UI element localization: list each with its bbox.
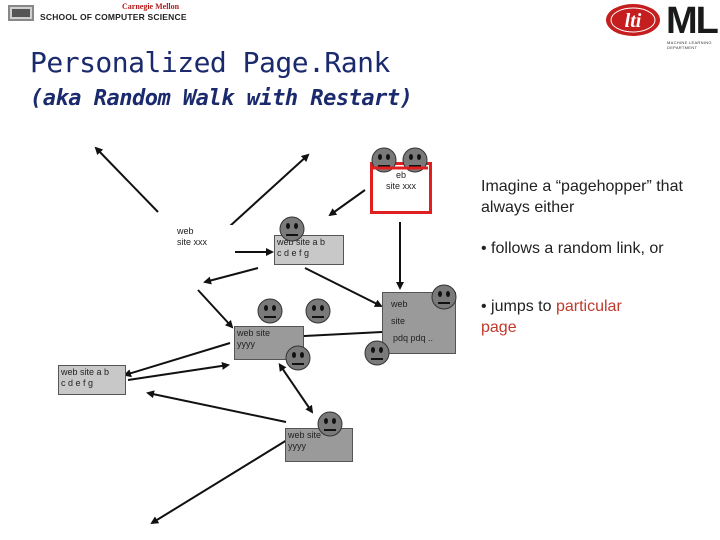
face-icon	[279, 216, 305, 242]
face-icon	[257, 298, 283, 324]
node-label: site xxx	[385, 181, 416, 191]
node-label: web	[177, 226, 194, 236]
node-label: yyyy	[237, 339, 255, 349]
node-top-red-web-site-xxx: eb site xxx	[370, 162, 432, 214]
node-bottom-web-site-yyyy: web site yyyy	[285, 428, 353, 462]
arrow-6	[304, 267, 383, 307]
node-label: c d e f g	[61, 378, 94, 388]
arrow-11	[127, 361, 230, 381]
node-label: web site a b	[61, 367, 110, 377]
node-label: web site	[237, 328, 271, 338]
lti-logo-icon: lti	[606, 4, 660, 36]
cmu-logo-icon	[8, 5, 34, 21]
arrow-8	[197, 289, 234, 329]
arrow-14	[150, 439, 288, 525]
node-label: web site	[288, 430, 322, 440]
slide-title: Personalized Page.Rank	[30, 46, 390, 79]
slide-subtitle: (aka Random Walk with Restart)	[30, 86, 413, 111]
face-icon	[305, 298, 331, 324]
face-icon	[285, 345, 311, 371]
face-icon	[431, 284, 457, 310]
arrow-7	[203, 267, 259, 285]
node-label: web	[391, 299, 408, 309]
intro-text: Imagine a “pagehopper” that always eithe…	[481, 178, 683, 216]
arrow-3	[328, 189, 366, 217]
school-name: SCHOOL OF COMPUTER SCIENCE	[40, 12, 187, 22]
arrow-12	[278, 363, 314, 414]
node-label: site	[391, 316, 406, 326]
node-label: web site a b	[277, 237, 326, 247]
bullet2-prefix: • jumps to	[481, 298, 556, 315]
arrow-2	[229, 153, 310, 227]
arrow-10	[123, 342, 231, 378]
face-icon	[364, 340, 390, 366]
node-left-web-site-xxx: web site xxx	[175, 225, 235, 259]
university-name: Carnegie Mellon	[122, 2, 180, 11]
node-center-web-site-abcdefg: web site a b c d e f g	[274, 235, 344, 265]
arrow-1	[94, 146, 159, 213]
node-label: eb	[395, 170, 406, 180]
arrow-13	[146, 390, 287, 423]
node-left-web-site-abcdefg: web site a b c d e f g	[58, 365, 126, 395]
lti-logo-text: lti	[625, 10, 642, 32]
ml-logo-subtitle: MACHINE LEARNING DEPARTMENT	[667, 40, 712, 50]
bullet2-suffix: page	[481, 319, 517, 336]
node-label: pdq pdq ..	[393, 333, 434, 343]
bullet-random-link: • follows a random link, or	[481, 240, 664, 257]
bullet2-highlight: particular	[555, 298, 622, 315]
node-label: yyyy	[288, 441, 306, 451]
bullet-jump-particular: • jumps to particular page	[481, 296, 706, 338]
face-icon	[317, 411, 343, 437]
node-label: c d e f g	[277, 248, 310, 258]
ml-logo: ML	[666, 0, 719, 42]
node-label: site xxx	[177, 237, 208, 247]
